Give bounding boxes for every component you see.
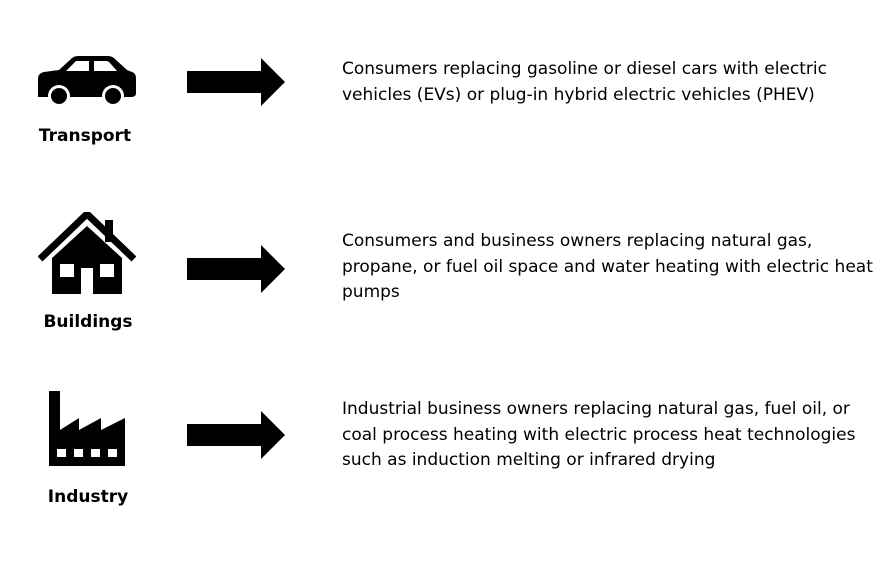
arrow-icon bbox=[187, 245, 285, 293]
description-transport: Consumers replacing gasoline or diesel c… bbox=[342, 59, 827, 105]
arrow-icon bbox=[187, 411, 285, 459]
factory-icon bbox=[49, 391, 125, 466]
house-icon bbox=[38, 212, 136, 294]
label-buildings: Buildings bbox=[43, 312, 133, 332]
arrow-icon bbox=[187, 58, 285, 106]
car-icon bbox=[38, 56, 136, 107]
label-transport: Transport bbox=[38, 126, 132, 146]
description-buildings: Consumers and business owners replacing … bbox=[342, 231, 873, 302]
label-industry: Industry bbox=[47, 487, 129, 507]
description-industry: Industrial business owners replacing nat… bbox=[342, 399, 856, 470]
